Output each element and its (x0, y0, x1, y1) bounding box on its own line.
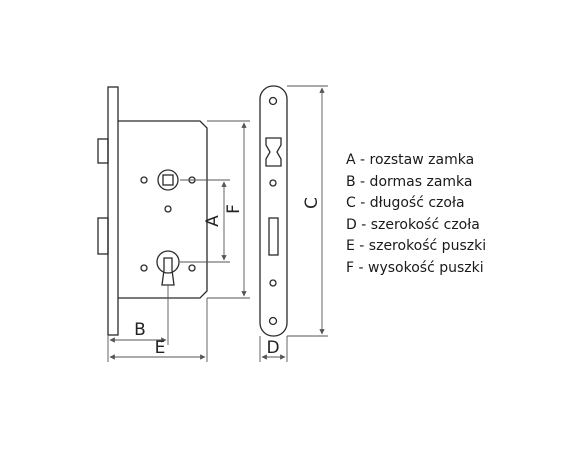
dimension-e-label: E (155, 338, 166, 358)
follower-square (162, 174, 174, 186)
faceplate-screw-middle (269, 179, 277, 187)
cylinder-ring (156, 250, 180, 274)
legend-item-a: A - rozstaw zamka (346, 152, 475, 168)
dimension-f-label: F (224, 204, 244, 214)
latch-bolt (97, 138, 109, 164)
legend-item-b: B - dormas zamka (346, 173, 473, 190)
faceplate-screw-top (268, 96, 278, 106)
lock-case (118, 120, 208, 299)
dead-bolt (97, 217, 109, 255)
cylinder-keyhole (161, 257, 175, 286)
screw-hole (164, 205, 172, 213)
latch-opening (265, 137, 282, 167)
faceplate-front (259, 85, 288, 337)
legend-item-d: D - szerokość czoła (346, 216, 480, 233)
dimension-b-label: B (134, 320, 146, 340)
dimension-d-label: D (266, 338, 279, 358)
follower-ring (157, 169, 179, 191)
bolt-opening (268, 217, 279, 256)
legend-item-e: E - szerokość puszki (346, 238, 487, 254)
screw-hole (140, 176, 148, 184)
faceplate-side (107, 86, 119, 336)
faceplate-screw-bottom (268, 316, 278, 326)
lock-side-view (97, 86, 208, 336)
legend-item-f: F - wysokość puszki (346, 259, 484, 276)
faceplate-front-view (259, 85, 288, 337)
faceplate-screw-lower (269, 279, 277, 287)
dimension-c-label: C (302, 197, 322, 209)
dimension-lines (107, 85, 328, 362)
screw-hole (140, 264, 148, 272)
dimension-a-label: A (203, 215, 223, 227)
legend-item-c: C - długość czoła (346, 195, 465, 211)
dimension-legend: A - rozstaw zamka B - dormas zamka C - d… (346, 150, 486, 279)
screw-hole (188, 264, 196, 272)
